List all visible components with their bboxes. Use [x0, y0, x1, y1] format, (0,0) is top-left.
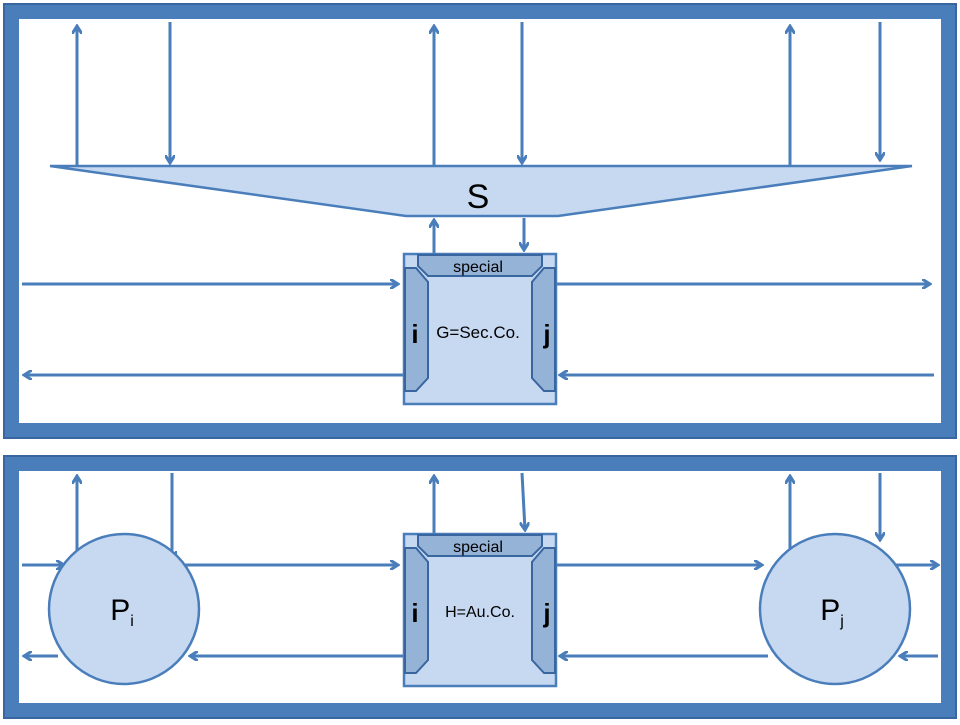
gate-g-special-tab — [417, 254, 543, 277]
gate-g: special i j G=Sec.Co. — [402, 252, 558, 406]
pi-circle — [47, 532, 201, 686]
s-trapezoid — [49, 164, 913, 218]
pj-circle — [758, 532, 912, 686]
pj-main: P — [820, 594, 840, 627]
gate-h-special-tab — [417, 534, 543, 557]
gate-g-left-letter: i — [411, 319, 418, 349]
gate-h-special-label: special — [453, 539, 503, 556]
bottom-vertical-arrows — [77, 472, 880, 565]
gate-g-label: G=Sec.Co. — [436, 323, 520, 342]
gate-h-left-tab — [404, 547, 429, 674]
top-vertical-arrows — [77, 22, 880, 255]
bottom-panel-frame-edge — [3, 455, 957, 719]
top-panel-frame — [5, 5, 955, 437]
pi-label: Pi — [110, 594, 134, 630]
gate-g-left-tab — [404, 267, 429, 392]
top-horizontal-arrows — [22, 284, 934, 375]
pj-label: Pj — [820, 594, 844, 630]
process-pj: Pj — [758, 532, 912, 686]
gate-h-body — [402, 532, 558, 688]
pj-sub: j — [839, 613, 844, 630]
pi-sub: i — [130, 613, 134, 630]
gate-g-special-label: special — [453, 259, 503, 276]
arrow-down-b2 — [522, 472, 525, 530]
s-label: S — [467, 178, 490, 216]
gate-g-right-letter: j — [542, 319, 550, 349]
top-panel-frame-edge — [3, 3, 957, 439]
process-pi: Pi — [47, 532, 201, 686]
gate-h-right-letter: j — [542, 598, 550, 628]
pi-main: P — [110, 594, 130, 627]
gate-h-right-tab — [531, 547, 556, 674]
gate-h: special i j H=Au.Co. — [402, 532, 558, 688]
gate-h-left-letter: i — [411, 598, 418, 628]
bottom-horizontal-arrows — [22, 565, 938, 656]
gate-g-right-tab — [531, 267, 556, 392]
gate-h-label: H=Au.Co. — [445, 604, 515, 621]
bottom-panel-frame — [5, 457, 955, 717]
